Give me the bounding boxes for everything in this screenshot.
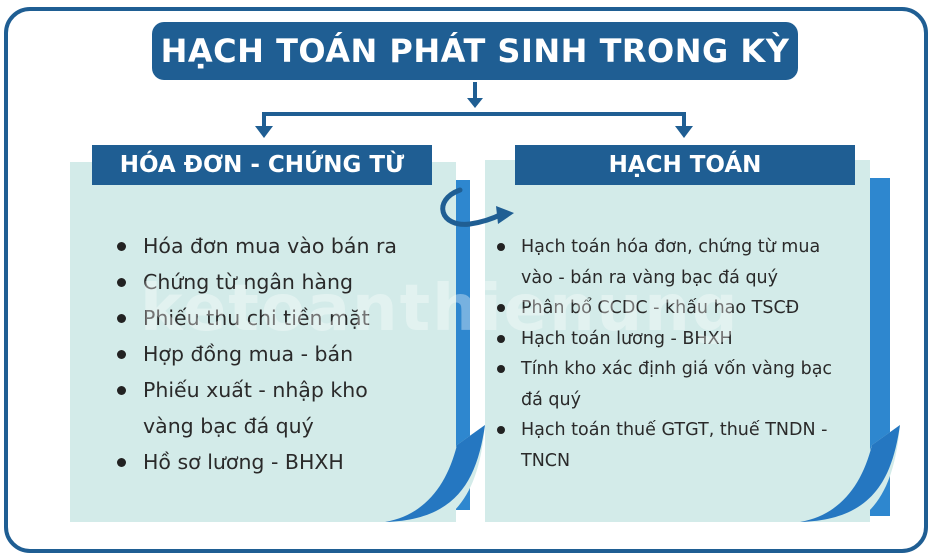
left-heading-text: HÓA ĐƠN - CHỨNG TỪ xyxy=(119,152,405,178)
bullet-icon xyxy=(117,386,126,395)
page-title: HẠCH TOÁN PHÁT SINH TRONG KỲ xyxy=(152,22,798,80)
list-item: Hạch toán thuế GTGT, thuế TNDN - TNCN xyxy=(497,415,847,476)
list-item: Tính kho xác định giá vốn vàng bạc đá qu… xyxy=(497,354,847,415)
link-arrow-icon xyxy=(440,187,514,227)
left-item-list: Hóa đơn mua vào bán ra Chứng từ ngân hàn… xyxy=(117,228,447,480)
title-down-arrowhead xyxy=(467,98,483,108)
bullet-icon xyxy=(117,314,126,323)
list-item: Hồ sơ lương - BHXH xyxy=(117,444,447,480)
list-item: Hợp đồng mua - bán xyxy=(117,336,447,372)
right-heading-text: HẠCH TOÁN xyxy=(608,152,762,178)
right-panel-heading: HẠCH TOÁN xyxy=(515,145,855,185)
bullet-icon xyxy=(117,350,126,359)
bullet-icon xyxy=(117,458,126,467)
bullet-icon xyxy=(497,426,505,434)
left-page-curl xyxy=(385,425,485,522)
list-item: Phiếu thu chi tiền mặt xyxy=(117,300,447,336)
bullet-icon xyxy=(497,365,505,373)
left-arrowhead xyxy=(255,126,273,138)
right-panel xyxy=(485,160,870,522)
list-item: Hóa đơn mua vào bán ra xyxy=(117,228,447,264)
left-panel-heading: HÓA ĐƠN - CHỨNG TỪ xyxy=(92,145,432,185)
right-arrowhead xyxy=(675,126,693,138)
left-panel xyxy=(70,162,456,522)
list-item: Chứng từ ngân hàng xyxy=(117,264,447,300)
list-item: Hạch toán hóa đơn, chứng từ mua vào - bá… xyxy=(497,232,847,293)
right-item-list: Hạch toán hóa đơn, chứng từ mua vào - bá… xyxy=(497,232,847,476)
bullet-icon xyxy=(117,242,126,251)
right-page-curl xyxy=(800,425,900,522)
list-item: Phiếu xuất - nhập kho vàng bạc đá quý xyxy=(117,372,393,444)
list-item: Hạch toán lương - BHXH xyxy=(497,324,847,355)
bullet-icon xyxy=(117,278,126,287)
list-item: Phân bổ CCDC - khấu hao TSCĐ xyxy=(497,293,847,324)
bullet-icon xyxy=(497,304,505,312)
bullet-icon xyxy=(497,243,505,251)
watermark: ketoanthienung xyxy=(140,272,740,346)
bullet-icon xyxy=(497,334,505,343)
